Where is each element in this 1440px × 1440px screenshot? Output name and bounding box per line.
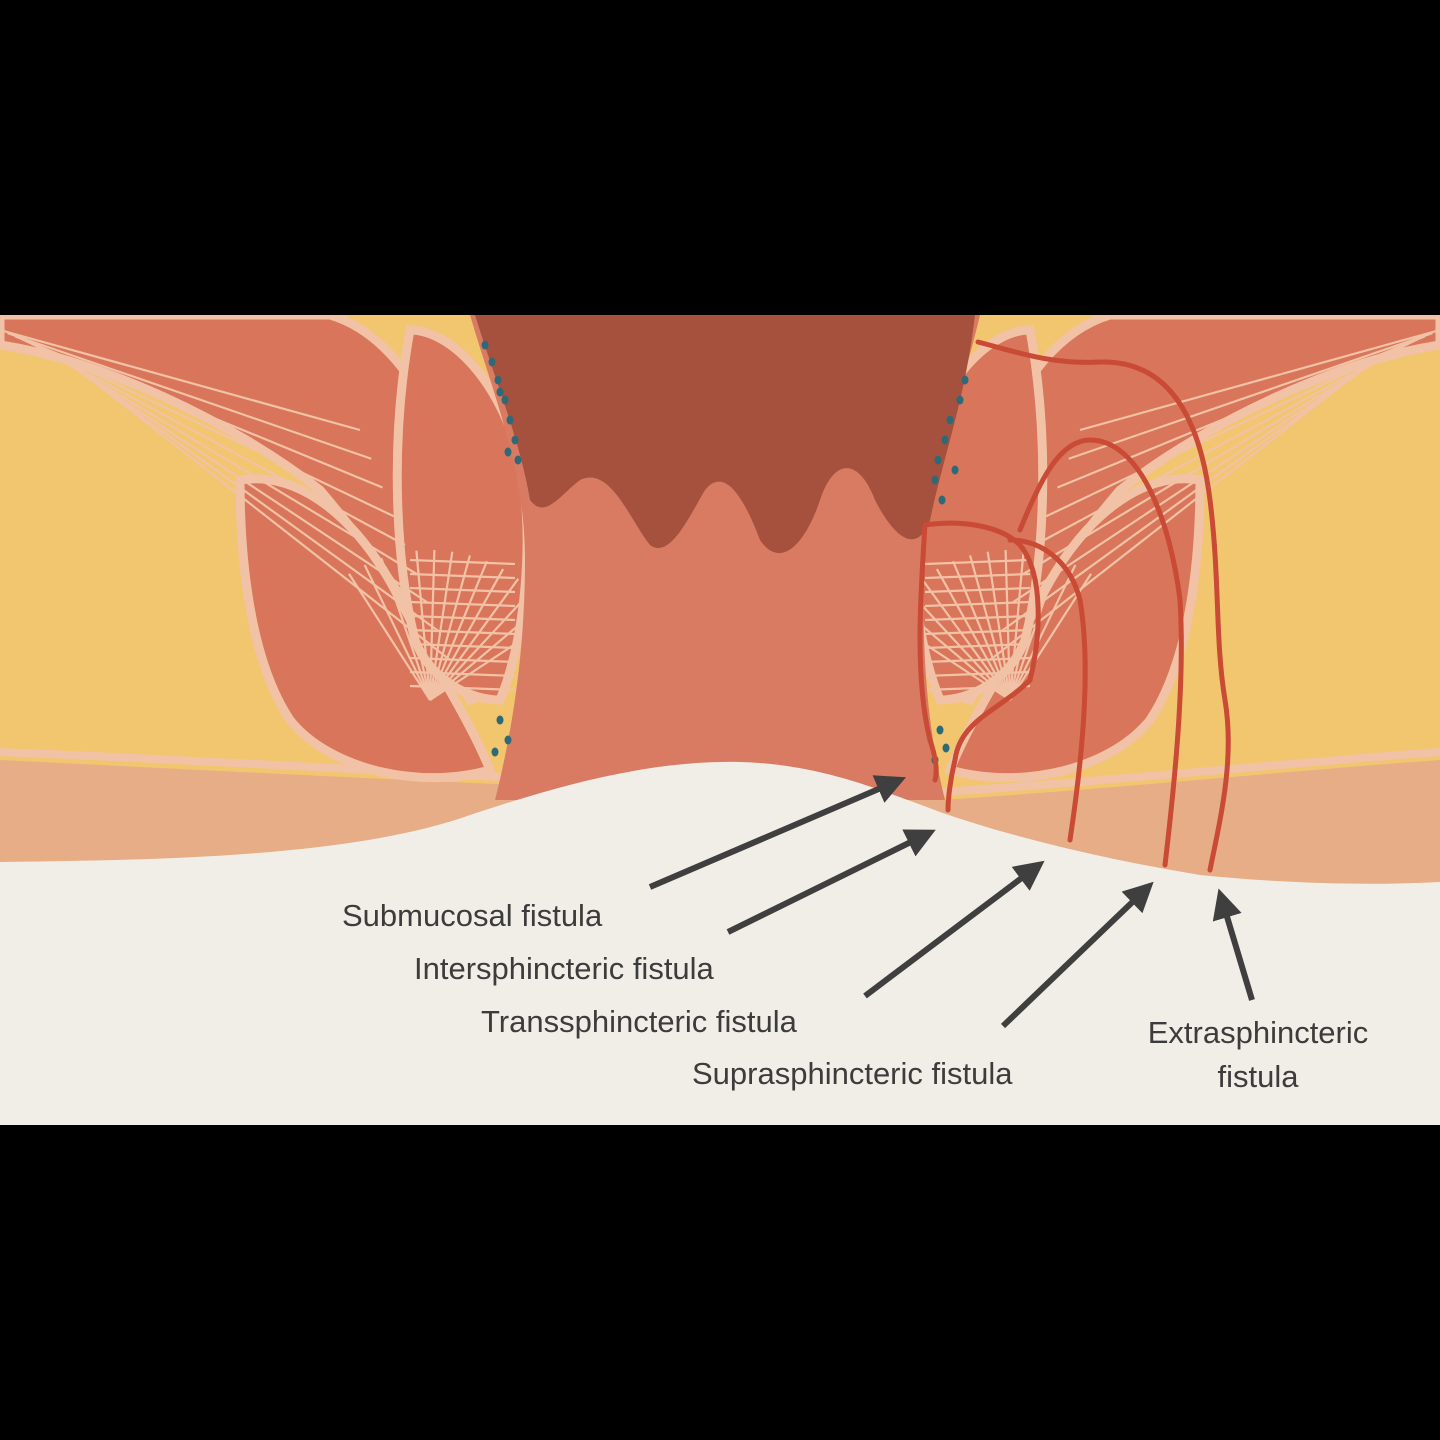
striation-line (429, 589, 533, 701)
striation-line (397, 553, 432, 701)
gland-dot (936, 725, 944, 735)
anal-glands (481, 340, 969, 765)
striation-line (380, 557, 432, 701)
striation-line (409, 656, 516, 664)
striation-line (1068, 332, 1433, 460)
striation-line (409, 684, 516, 692)
striation-line (924, 684, 1031, 692)
arrow-intersphincteric (726, 829, 936, 935)
striation-line (409, 558, 516, 566)
gland-dot (931, 475, 939, 485)
striation-line (1034, 341, 1411, 546)
label-transsphincteric: Transsphincteric fistula (481, 1004, 798, 1039)
gland-dot (961, 375, 969, 385)
arrow-suprasphincteric (1000, 881, 1154, 1029)
striation-line (7, 332, 372, 460)
striation-line (969, 555, 1012, 701)
striation-line (409, 670, 516, 678)
striation-line (924, 558, 1031, 566)
striation-line (0, 328, 361, 432)
striation-line (1023, 344, 1404, 575)
extrasphincteric-tract (975, 339, 1231, 873)
striation-line (924, 614, 1031, 622)
arrow-extrasphincteric (1212, 888, 1255, 1001)
gland-dot (934, 455, 942, 465)
striation-line (415, 550, 432, 701)
gland-dot (956, 395, 964, 405)
rectal-lumen (475, 315, 975, 554)
striation-line (1009, 564, 1077, 701)
gland-dot (496, 715, 504, 725)
striation-line (409, 600, 516, 608)
transsphincteric-tract (1007, 537, 1088, 843)
gland-dot (496, 387, 504, 397)
gland-dot (494, 375, 502, 385)
striation-line (1079, 328, 1440, 432)
striation-line (428, 560, 488, 701)
fistula-tracts (917, 339, 1231, 873)
skin-surface (0, 761, 1440, 1125)
gland-dot (504, 447, 512, 457)
label-submucosal: Submucosal fistula (342, 898, 603, 933)
striation-line (952, 560, 1012, 701)
striation-line (924, 670, 1031, 678)
gland-dot (501, 395, 509, 405)
striation-line (924, 572, 1031, 580)
gland-dot (481, 340, 489, 350)
striation-line (409, 572, 516, 580)
striation-line (409, 586, 516, 594)
striation-line (924, 586, 1031, 594)
label-extrasphincteric-line1: Extrasphincteric (1148, 1015, 1369, 1050)
gland-dot (951, 465, 959, 475)
label-extrasphincteric-line2: fistula (1218, 1059, 1300, 1094)
striation-line (429, 578, 520, 701)
striation-line (1045, 338, 1418, 518)
striation-line (907, 589, 1011, 701)
gland-dot (514, 455, 522, 465)
muscle-striations (0, 328, 1440, 701)
arrow-transsphincteric (863, 860, 1045, 999)
striation-line (36, 344, 417, 575)
suprasphincteric-tract (1017, 437, 1184, 868)
striation-line (14, 335, 383, 489)
gland-dot (491, 747, 499, 757)
striation-line (924, 628, 1031, 636)
label-intersphincteric: Intersphincteric fistula (414, 951, 715, 986)
striation-line (428, 555, 471, 701)
submucosal-tract (917, 522, 939, 783)
label-arrows (648, 775, 1255, 1029)
gland-dot (941, 435, 949, 445)
gland-dot (488, 357, 496, 367)
striation-line (924, 600, 1031, 608)
striation-line (924, 656, 1031, 664)
striation-line (409, 628, 516, 636)
gland-dot (511, 435, 519, 445)
striation-line (1008, 557, 1060, 701)
illustration-panel: Submucosal fistula Intersphincteric fist… (0, 315, 1440, 1125)
striation-line (348, 573, 431, 701)
striation-line (44, 347, 429, 604)
striation-line (22, 338, 395, 518)
gland-dot (504, 735, 512, 745)
striation-line (29, 341, 406, 546)
striation-line (409, 614, 516, 622)
striation-line (1008, 550, 1025, 701)
label-suprasphincteric: Suprasphincteric fistula (692, 1056, 1013, 1091)
striation-line (409, 642, 516, 650)
striation-line (924, 642, 1031, 650)
striation-line (920, 578, 1011, 701)
gland-dot (946, 415, 954, 425)
striation-line (363, 564, 431, 701)
striation-line (1057, 335, 1426, 489)
arrow-submucosal (648, 775, 907, 890)
gland-dot (942, 743, 950, 753)
gland-dot (506, 415, 514, 425)
gland-dot (938, 495, 946, 505)
external-sphincter-left (235, 474, 497, 783)
intersphincteric-tract (922, 520, 1041, 813)
